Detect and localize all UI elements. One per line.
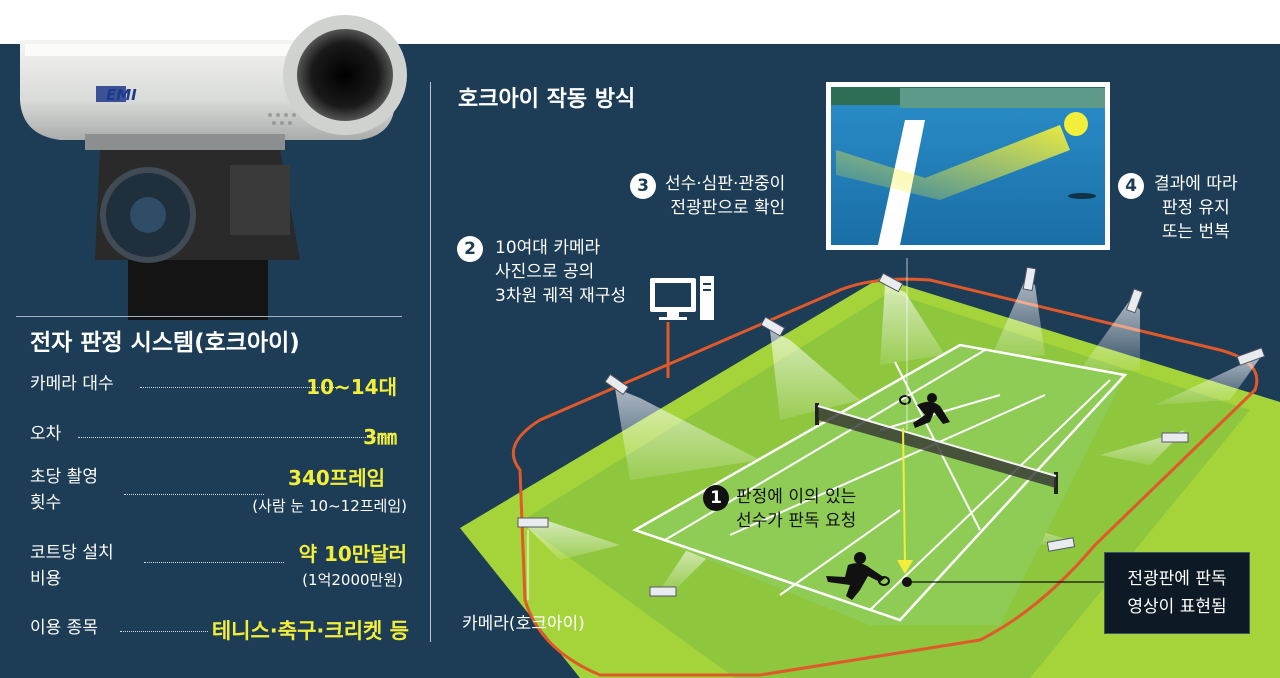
- step-1-text: 판정에 이의 있는 선수가 판독 요청: [736, 487, 857, 531]
- step-4-text: 결과에 따라 판정 유지 또는 번복: [1154, 174, 1238, 242]
- step-2-badge: 2: [457, 236, 483, 262]
- computer-icon: [650, 276, 714, 320]
- callout-text: 전광판에 판독 영상이 표현됨: [1127, 569, 1227, 617]
- spec-value: 테니스·축구·크리켓 등: [211, 619, 409, 643]
- spec-value: 10~14대: [306, 375, 397, 399]
- tennis-ball-icon: [1064, 112, 1088, 136]
- spec-label: 카메라 대수: [30, 374, 114, 394]
- camera-label: 카메라(호크아이): [462, 614, 585, 634]
- spec-label: 오차: [30, 424, 62, 444]
- scoreboard-callout: 전광판에 판독 영상이 표현됨: [1104, 552, 1250, 634]
- camera-icon: [517, 266, 1266, 597]
- camera-photo: EMI: [20, 15, 407, 320]
- spec-label: 초당 촬영 횟수: [30, 467, 98, 513]
- spec-panel-title: 전자 판정 시스템(호크아이): [30, 330, 300, 356]
- svg-text:EMI: EMI: [106, 86, 137, 104]
- diagram-title: 호크아이 작동 방식: [458, 87, 636, 112]
- scoreboard-screen: [826, 82, 1110, 250]
- spec-row-sports: 이용 종목 테니스·축구·크리켓 등: [30, 617, 415, 647]
- spec-label: 이용 종목: [30, 618, 98, 638]
- spec-label: 코트당 설치 비용: [30, 543, 114, 589]
- spec-subvalue: (1억2000만원): [302, 571, 403, 589]
- column-divider: [430, 82, 431, 642]
- step-1-badge: 1: [703, 485, 729, 511]
- step-3-text: 선수·심판·관중이 전광판으로 확인: [665, 174, 786, 218]
- spec-subvalue: (사람 눈 10~12프레임): [252, 497, 407, 515]
- tennis-net: [815, 403, 1058, 494]
- step-4-badge: 4: [1118, 173, 1144, 199]
- replay-trajectory: [902, 427, 906, 566]
- panel-top-rule: [16, 316, 402, 317]
- step-2-text: 10여대 카메라 사진으로 공의 3차원 궤적 재구성: [495, 238, 627, 306]
- spec-row-cost: 코트당 설치 비용 약 10만달러 (1억2000만원): [30, 540, 415, 596]
- tennis-court: [631, 343, 1128, 625]
- camera-track: [511, 277, 1259, 677]
- player-silhouette-icon: [899, 393, 950, 428]
- top-white-band: [0, 0, 1280, 44]
- player-silhouette-icon: [826, 552, 890, 600]
- spec-value: 3㎜: [363, 425, 397, 449]
- ball-landing-marker: [902, 577, 912, 587]
- step-3-badge: 3: [630, 173, 656, 199]
- spec-value: 약 10만달러: [298, 542, 407, 566]
- spec-value: 340프레임: [288, 466, 385, 490]
- spec-row-frames: 초당 촬영 횟수 340프레임 (사람 눈 10~12프레임): [30, 464, 415, 520]
- spec-row-camera-count: 카메라 대수 10~14대: [30, 373, 415, 403]
- brand-logo-emi: EMI: [96, 86, 137, 104]
- spec-row-error: 오차 3㎜: [30, 423, 415, 453]
- camera-beams: [525, 280, 1260, 590]
